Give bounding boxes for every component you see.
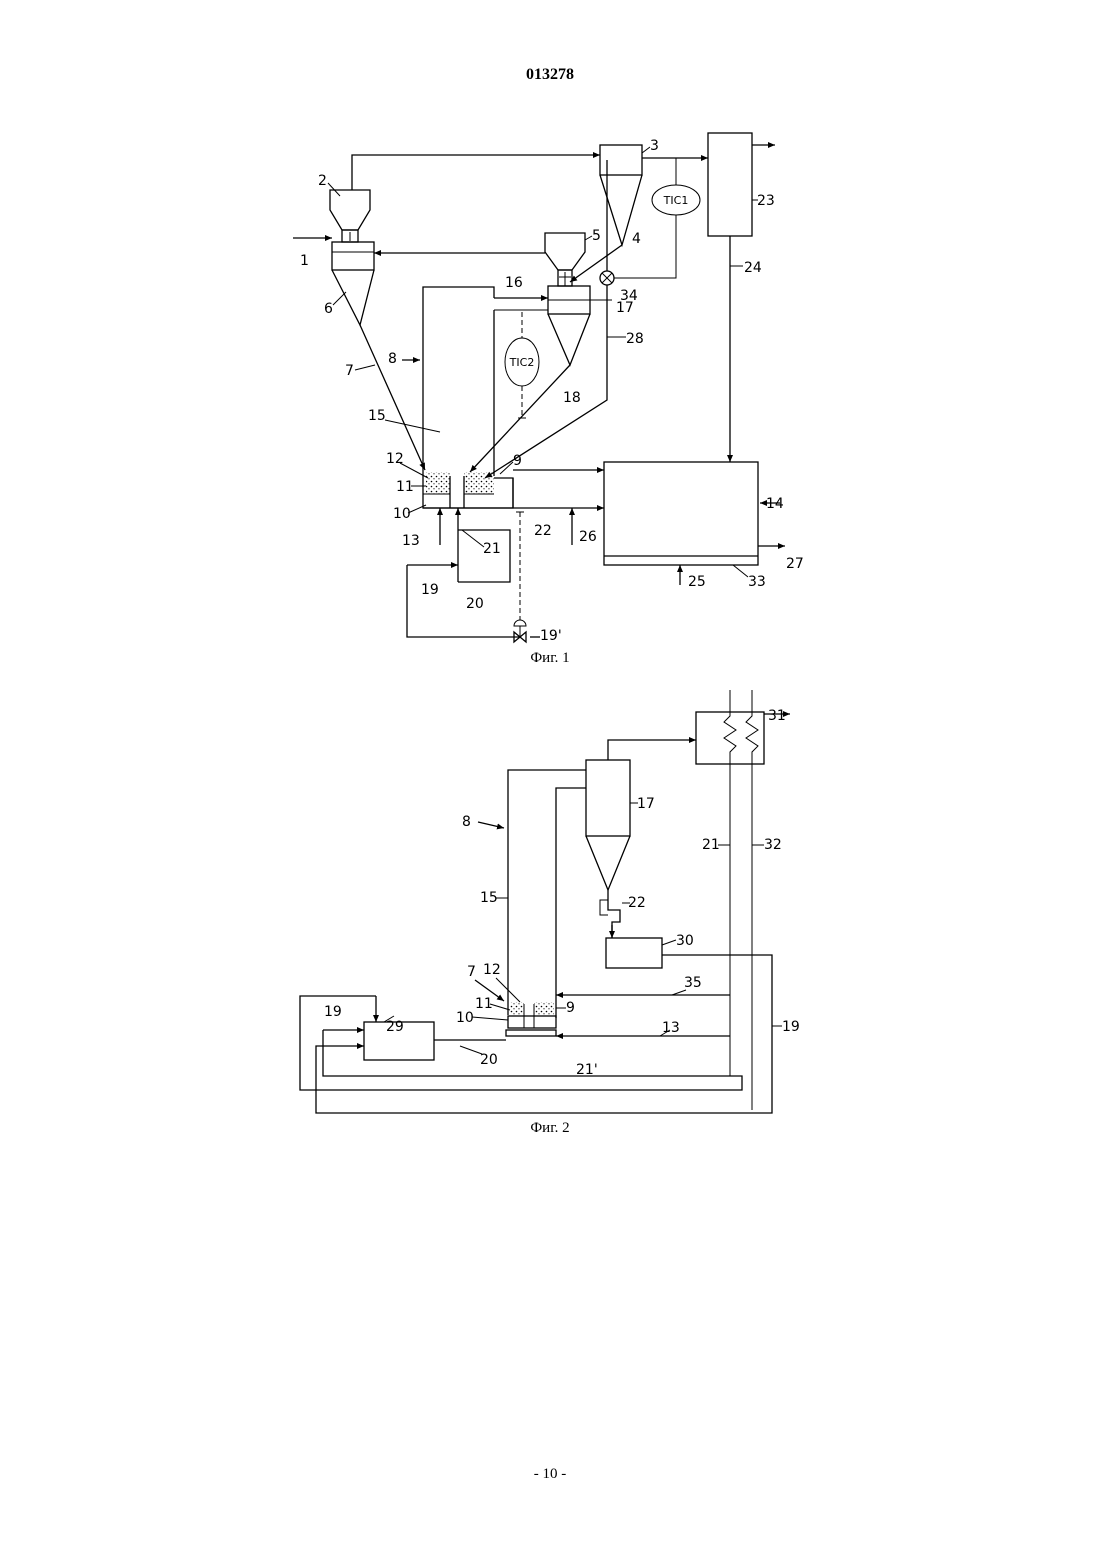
figure-1-caption: Фиг. 1: [530, 650, 569, 666]
valve-19-prime: [514, 620, 526, 642]
svg-text:18: 18: [563, 390, 581, 406]
figure-2-caption: Фиг. 2: [530, 1120, 569, 1136]
svg-text:23: 23: [757, 193, 775, 209]
separator-6: [332, 242, 374, 325]
svg-text:34: 34: [620, 288, 638, 304]
svg-text:10: 10: [456, 1010, 474, 1026]
svg-text:21: 21: [702, 837, 720, 853]
svg-text:16: 16: [505, 275, 523, 291]
svg-text:6: 6: [324, 301, 333, 317]
figure-2-diagram: 7 8 9 10 11 12 13 15 17 19 19 20 21 21: [300, 690, 800, 1136]
svg-text:33: 33: [748, 574, 766, 590]
svg-text:9: 9: [513, 453, 522, 469]
svg-text:4: 4: [632, 231, 641, 247]
cyclone-5: [545, 233, 585, 286]
svg-text:10: 10: [393, 506, 411, 522]
tic1-label: TIC1: [663, 194, 689, 207]
gas-line-2-3: [352, 155, 600, 190]
fluidized-bed: [423, 472, 513, 508]
cyclone-3: [600, 145, 642, 245]
svg-text:22: 22: [534, 523, 552, 539]
svg-text:28: 28: [626, 331, 644, 347]
svg-text:31: 31: [768, 708, 786, 724]
svg-text:22: 22: [628, 895, 646, 911]
page-number: - 10 -: [0, 1466, 1100, 1483]
svg-text:1: 1: [300, 253, 309, 269]
svg-text:11: 11: [396, 479, 414, 495]
svg-text:29: 29: [386, 1019, 404, 1035]
svg-text:17: 17: [637, 796, 655, 812]
svg-text:25: 25: [688, 574, 706, 590]
svg-text:20: 20: [480, 1052, 498, 1068]
svg-text:27: 27: [786, 556, 804, 572]
svg-text:30: 30: [676, 933, 694, 949]
unit-23: [708, 133, 752, 236]
svg-text:21': 21': [576, 1062, 598, 1078]
riser-15: [423, 287, 548, 476]
svg-text:26: 26: [579, 529, 597, 545]
figure-1-labels: 1 2 3 4 5 6 7 8 9 10 11 12 13 14 15: [300, 138, 804, 644]
svg-text:5: 5: [592, 228, 601, 244]
svg-text:9: 9: [566, 1000, 575, 1016]
line-19-right: [316, 955, 772, 1113]
svg-text:32: 32: [764, 837, 782, 853]
svg-text:8: 8: [462, 814, 471, 830]
svg-text:19: 19: [782, 1019, 800, 1035]
svg-text:15: 15: [480, 890, 498, 906]
svg-text:12: 12: [483, 962, 501, 978]
figure-1-diagram: TIC1: [293, 133, 804, 666]
svg-text:21: 21: [483, 541, 501, 557]
svg-text:19': 19': [540, 628, 562, 644]
svg-text:20: 20: [466, 596, 484, 612]
line-7: [360, 325, 425, 470]
svg-text:12: 12: [386, 451, 404, 467]
svg-text:19: 19: [421, 582, 439, 598]
unit-30: [606, 938, 662, 968]
svg-text:13: 13: [402, 533, 420, 549]
svg-text:7: 7: [467, 964, 476, 980]
svg-text:7: 7: [345, 363, 354, 379]
svg-text:2: 2: [318, 173, 327, 189]
svg-text:3: 3: [650, 138, 659, 154]
svg-text:24: 24: [744, 260, 762, 276]
svg-text:14: 14: [766, 496, 784, 512]
fluidized-bed-2: [506, 1002, 556, 1036]
cyclone-2: [330, 190, 370, 242]
svg-text:19: 19: [324, 1004, 342, 1020]
unit-14: [604, 462, 758, 565]
cyclone-17: [586, 760, 630, 890]
svg-text:15: 15: [368, 408, 386, 424]
tic2-label: TIC2: [509, 356, 535, 369]
svg-text:8: 8: [388, 351, 397, 367]
svg-text:35: 35: [684, 975, 702, 991]
separator-17: [548, 286, 590, 365]
